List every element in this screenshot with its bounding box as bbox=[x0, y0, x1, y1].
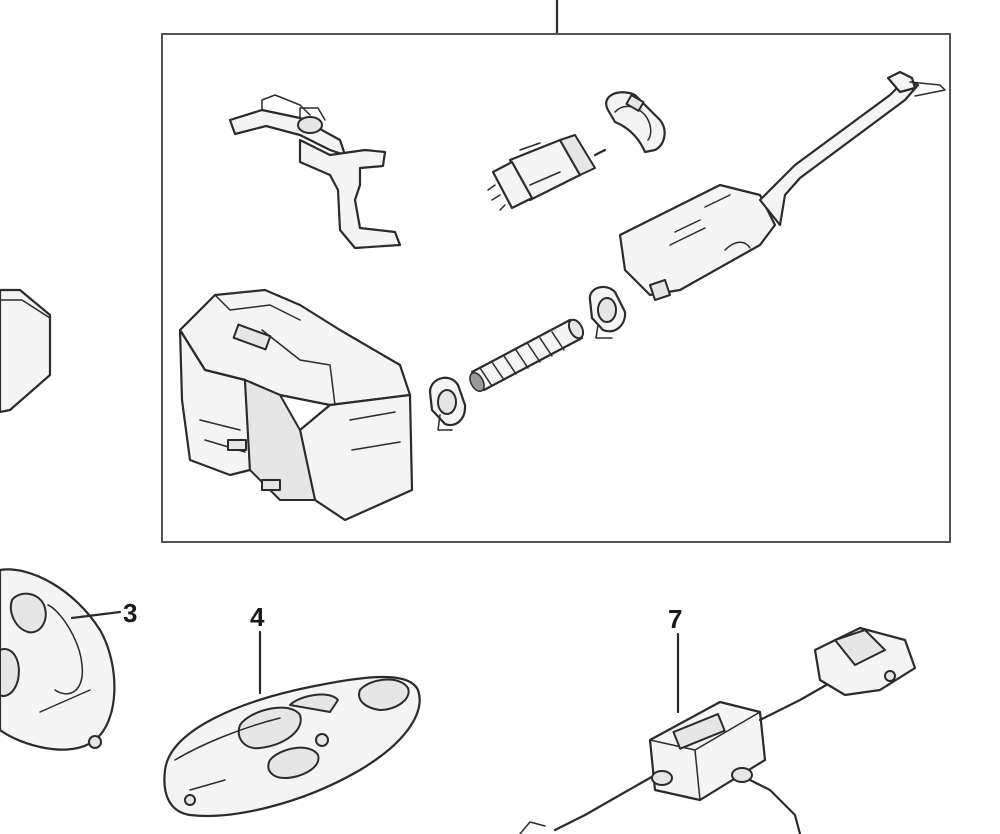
coolant-hose[interactable] bbox=[228, 94, 402, 250]
callout-4: 4 bbox=[250, 602, 265, 695]
hose-clamp-right[interactable] bbox=[588, 285, 627, 339]
callout-label-4: 4 bbox=[250, 602, 265, 632]
partial-housing-left bbox=[0, 288, 52, 414]
exhaust-muffler[interactable] bbox=[618, 70, 946, 301]
remote-control-keyfob-partial[interactable] bbox=[0, 568, 116, 751]
flexible-exhaust-pipe[interactable] bbox=[467, 317, 586, 393]
remote-control-keyfob[interactable] bbox=[163, 675, 421, 818]
cable-adapter-module[interactable] bbox=[519, 626, 917, 834]
pipe-clamp-top[interactable] bbox=[605, 91, 666, 154]
callout-label-3: 3 bbox=[123, 598, 137, 628]
hose-clamp-left[interactable] bbox=[428, 376, 467, 431]
fuel-pump[interactable] bbox=[487, 134, 607, 211]
callout-3: 3 bbox=[70, 598, 137, 628]
callout-7: 7 bbox=[668, 604, 682, 714]
parts-group-frame bbox=[161, 0, 951, 543]
callout-label-7: 7 bbox=[668, 604, 682, 634]
auxiliary-heater-unit[interactable] bbox=[178, 288, 414, 522]
